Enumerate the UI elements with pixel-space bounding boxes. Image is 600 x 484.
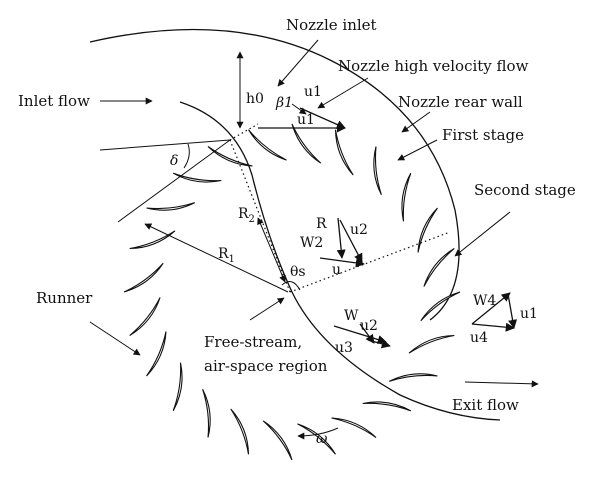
runner-blade	[291, 123, 322, 164]
runner-blade	[123, 262, 164, 293]
runner-blades	[123, 123, 461, 461]
label-free-stream-line1: Free-stream,	[204, 333, 302, 351]
symbol-r1: R1	[218, 246, 235, 265]
symbol-r2-sub: 2	[249, 214, 255, 225]
delta-line-upper	[99, 139, 231, 151]
dotted-radius-top	[229, 123, 259, 141]
symbol-r: R	[316, 216, 327, 232]
runner-blade	[207, 146, 253, 167]
w4-vector	[471, 292, 511, 325]
runner-blade	[420, 291, 461, 322]
runner-blade	[129, 230, 176, 250]
runner-blade	[334, 129, 354, 176]
symbol-u3: u3	[335, 340, 353, 356]
runner-blade	[417, 207, 438, 253]
symbol-u: u	[332, 262, 341, 278]
symbol-r1-main: R	[218, 246, 229, 262]
symbol-u1-top: u1	[304, 84, 322, 100]
symbol-w: W	[344, 308, 359, 324]
runner-blade	[388, 373, 438, 382]
runner-blade	[172, 172, 222, 183]
exit-flow-arrow	[464, 380, 539, 388]
label-free-stream-line2: air-space region	[204, 357, 328, 375]
nozzle-rear-wall-pointer	[401, 111, 431, 133]
first-stage-pointer	[397, 139, 438, 161]
runner-blade	[297, 423, 336, 455]
u2-vector-upper	[339, 219, 363, 263]
omega-rotation-arrow	[297, 427, 339, 440]
u4-vector	[471, 322, 515, 332]
runner-blade	[129, 297, 161, 336]
u1-vector-diag	[299, 107, 346, 129]
runner-blade	[373, 146, 382, 196]
label-runner: Runner	[36, 289, 93, 307]
nozzle-rear-wall-curve	[89, 28, 460, 321]
u2-vector-lower	[359, 323, 375, 344]
u-vector	[319, 257, 365, 268]
nozzle-inner-wall-curve	[179, 101, 501, 421]
symbol-w4: W4	[473, 293, 496, 309]
symbol-u2-lower: u2	[360, 318, 378, 334]
w2-vector	[336, 217, 346, 259]
runner-blade	[146, 331, 167, 377]
symbol-u4: u4	[470, 330, 488, 346]
delta-line-lower	[117, 139, 231, 223]
runner-blade	[408, 334, 455, 354]
runner-blade	[146, 202, 196, 211]
runner-blade	[202, 388, 211, 438]
runner-blade	[331, 417, 377, 438]
label-nozzle-inlet: Nozzle inlet	[286, 16, 377, 34]
dotted-radius-right	[289, 231, 451, 293]
r1-arrow	[144, 223, 289, 293]
symbol-h0: h0	[246, 91, 264, 107]
label-inlet-flow: Inlet flow	[18, 92, 90, 110]
symbol-u1-mid: u1	[297, 112, 315, 128]
runner-blade	[401, 172, 412, 222]
symbol-r1-sub: 1	[229, 254, 235, 265]
label-nozzle-high-velocity-flow: Nozzle high velocity flow	[338, 57, 529, 75]
symbol-beta1: β1	[275, 95, 293, 111]
symbol-u1-right: u1	[520, 306, 538, 322]
r2-arrow	[257, 217, 286, 283]
label-second-stage: Second stage	[474, 181, 576, 199]
runner-blade	[230, 408, 250, 455]
w-vector	[333, 325, 387, 344]
symbol-w2: W2	[300, 235, 323, 251]
second-stage-pointer	[454, 211, 511, 257]
delta-arc	[183, 143, 190, 169]
runner-blade	[423, 248, 455, 287]
runner-blade	[262, 420, 293, 461]
runner-blade	[172, 362, 183, 412]
symbol-r2-main: R	[238, 206, 249, 222]
u1-vector-right	[507, 293, 518, 329]
free-stream-pointer	[249, 297, 285, 321]
symbol-r2: R2	[238, 206, 255, 225]
label-first-stage: First stage	[442, 126, 524, 144]
nozzle-inlet-arrow	[277, 39, 319, 87]
symbol-omega: ω	[316, 431, 328, 447]
runner-blade	[362, 401, 412, 412]
label-exit-flow: Exit flow	[452, 396, 519, 414]
nozzle-high-velocity-arrow	[317, 77, 369, 109]
runner-blade	[248, 129, 287, 161]
label-nozzle-rear-wall: Nozzle rear wall	[398, 93, 523, 111]
symbol-theta-s: θs	[290, 264, 306, 280]
theta-arc	[281, 280, 301, 291]
symbol-u2-upper: u2	[350, 222, 368, 238]
symbol-delta: δ	[170, 153, 178, 169]
runner-pointer	[89, 321, 141, 356]
u3-vector	[367, 339, 391, 349]
beta1-arrow	[291, 103, 307, 115]
